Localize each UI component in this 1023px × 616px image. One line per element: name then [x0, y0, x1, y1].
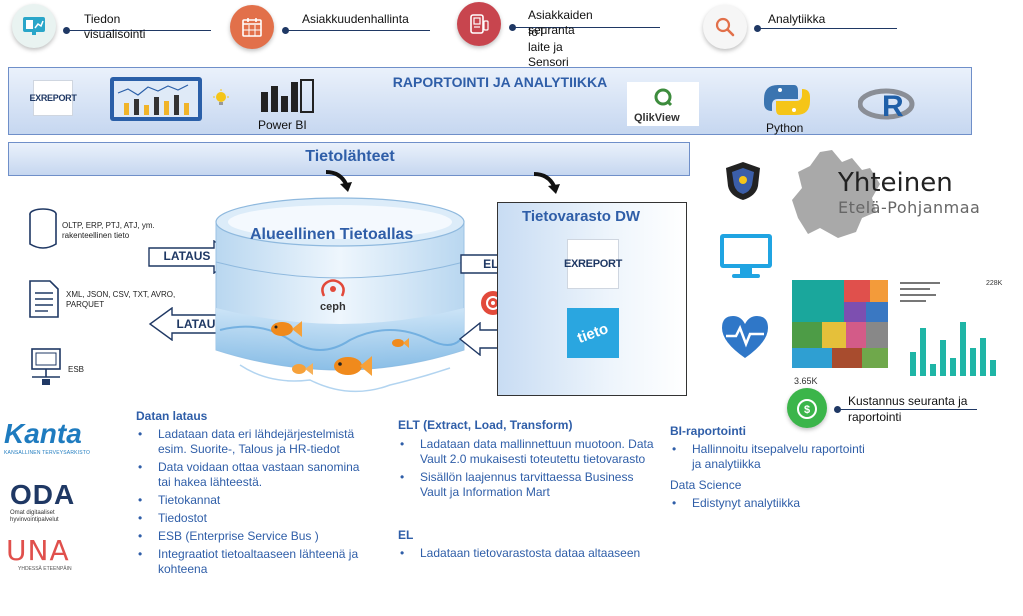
goldfish-icon	[392, 338, 409, 348]
list-item: Tietokannat	[136, 493, 366, 508]
region-name-line1: Yhteinen	[838, 168, 953, 198]
feature-visualisointi[interactable]	[12, 4, 56, 48]
el-section-title: EL	[398, 528, 414, 542]
exreport-logo[interactable]: EXREPORT	[29, 80, 77, 116]
esb-source-text: ESB	[68, 365, 85, 374]
bi-section-list: Hallinnoitu itsepalvelu raportointi ja a…	[670, 442, 870, 475]
una-logo[interactable]: UNA YHDESSÄ ETEENPÄIN	[6, 534, 72, 573]
bi-section-title: BI-raportointi	[670, 424, 746, 438]
el-section-list: Ladataan tietovarastosta dataa altaaseen	[398, 546, 658, 564]
list-item: Ladataan data eri lähdejärjestelmistä es…	[136, 427, 366, 457]
reporting-title: RAPORTOINTI JA ANALYTIIKKA	[392, 74, 608, 90]
feature-asiakkuudenhallinta[interactable]	[230, 5, 274, 49]
feature-underline	[837, 409, 977, 410]
list-item: Ladataan data mallinnettuun muotoon. Dat…	[398, 437, 658, 467]
feature-analytiikka[interactable]	[703, 5, 747, 49]
lake-title: Alueellinen Tietoallas	[250, 226, 414, 243]
database-icon	[29, 208, 57, 249]
python-icon	[764, 85, 810, 115]
monitor-icon	[720, 234, 772, 278]
powerbi-icon	[261, 79, 314, 113]
dw-title: Tietovarasto DW	[522, 208, 641, 225]
feature-label: Analytiikka	[768, 12, 826, 26]
feature-underline	[757, 28, 897, 29]
feature-asiakkaiden-seuranta[interactable]	[457, 2, 501, 46]
dashboard-thumbnail[interactable]	[110, 77, 202, 121]
cost-label-line2: raportointi	[848, 410, 902, 424]
feature-label: Tiedon visualisointi	[84, 12, 146, 41]
ceph-label: ceph	[320, 301, 346, 313]
region-name-line2: Etelä-Pohjanmaa	[838, 198, 981, 217]
dw-exreport-logo[interactable]: EXREPORT	[564, 239, 622, 289]
sources-title: Tietolähteet	[305, 148, 395, 165]
cost-kpi: 3.65K	[794, 376, 818, 386]
file-source-text: XML, JSON, CSV, TXT, AVRO, PARQUET	[66, 290, 176, 309]
datan-lataus-list: Ladataan data eri lähdejärjestelmistä es…	[136, 427, 366, 580]
r-logo[interactable]	[858, 88, 920, 126]
esb-network-icon	[31, 348, 61, 385]
feature-underline	[285, 30, 430, 31]
feature-label: Asiakkuudenhallinta	[302, 12, 409, 26]
svg-text:$: $	[804, 404, 810, 416]
calendar-icon	[242, 18, 262, 37]
feature-label-line1: Asiakkaiden seuranta	[528, 8, 593, 37]
sensor-device-icon	[470, 14, 489, 34]
feature-underline	[512, 27, 660, 28]
r-icon	[858, 88, 915, 120]
list-item: Data voidaan ottaa vastaan sanomina tai …	[136, 460, 366, 490]
qlikview-label: QlikView	[634, 112, 680, 124]
datan-lataus-title: Datan lataus	[136, 409, 208, 423]
sources-banner	[8, 142, 690, 176]
data-science-list: Edistynyt analytiikka	[670, 496, 870, 514]
heart-rate-icon	[722, 316, 768, 358]
load-out-label: LATAUS	[176, 317, 224, 331]
curved-arrow-icon	[533, 172, 560, 194]
feature-underline	[66, 30, 211, 31]
dashboard-chart-icon	[114, 81, 198, 117]
list-item: Integraatiot tietoaltaaseen lähteenä ja …	[136, 547, 366, 577]
oda-logo[interactable]: ODA Omat digitaaliset hyvinvointipalvelu…	[10, 479, 76, 524]
cost-kpi2: 228K	[986, 280, 1003, 287]
kanta-logo[interactable]: Kanta KANSALLINEN TERVEYSARKISTO	[4, 418, 91, 456]
tieto-logo[interactable]: tieto	[567, 308, 619, 358]
dashboard-icon	[23, 17, 45, 35]
curved-arrow-icon	[325, 170, 352, 192]
data-science-title: Data Science	[670, 478, 742, 492]
ceph-icon	[321, 279, 345, 297]
powerbi-logo[interactable]	[258, 76, 316, 116]
money-bag-icon: $	[797, 399, 817, 419]
list-item: Edistynyt analytiikka	[670, 496, 870, 511]
list-item: Sisällön laajennus tarvittaessa Business…	[398, 470, 658, 500]
powerbi-label: Power BI	[258, 118, 307, 132]
elt-section-list: Ladataan data mallinnettuun muotoon. Dat…	[398, 437, 658, 503]
region-map-icon	[792, 150, 880, 238]
qlikview-icon	[654, 88, 673, 107]
cost-dashboard-chart	[790, 278, 996, 376]
load-in-label: LATAUS	[163, 249, 211, 263]
cost-label-line1: Kustannus seuranta ja	[848, 394, 968, 408]
lightbulb-icon	[210, 88, 232, 110]
qlikview-logo[interactable]	[627, 82, 699, 126]
list-item: Hallinnoitu itsepalvelu raportointi ja a…	[670, 442, 870, 472]
python-label: Python	[766, 121, 804, 135]
list-item: Ladataan tietovarastosta dataa altaaseen	[398, 546, 658, 561]
data-warehouse-box	[497, 202, 687, 396]
file-icon	[29, 280, 59, 318]
shield-emblem-icon	[726, 162, 760, 200]
cost-tracking-button[interactable]: $	[787, 388, 827, 428]
python-logo[interactable]	[756, 80, 818, 120]
elt-section-title: ELT (Extract, Load, Transform)	[398, 418, 573, 432]
r-label: R	[882, 90, 904, 123]
goldfish-icon	[334, 356, 372, 376]
db-source-text: OLTP, ERP, PTJ, ATJ, ym. rakenteellinen …	[62, 221, 155, 240]
goldfish-icon	[292, 363, 313, 375]
list-item: ESB (Enterprise Service Bus )	[136, 529, 366, 544]
list-item: Tiedostot	[136, 511, 366, 526]
magnifier-icon	[715, 17, 735, 37]
goldfish-icon	[271, 321, 302, 337]
